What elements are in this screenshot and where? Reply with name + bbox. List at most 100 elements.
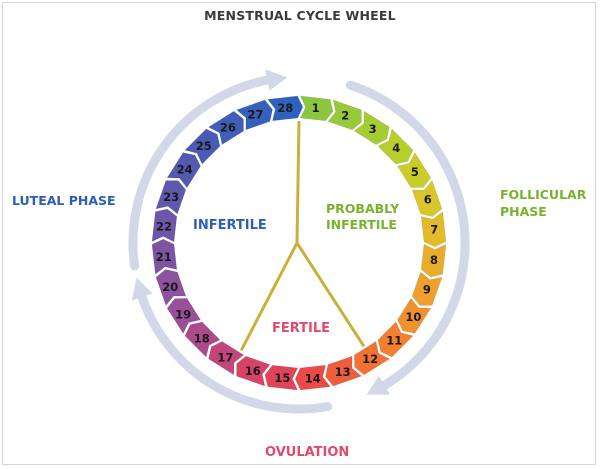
day-segment-shape bbox=[294, 364, 331, 391]
day-number: 17 bbox=[217, 351, 233, 365]
day-segment-shape bbox=[236, 355, 271, 387]
day-segment-shape bbox=[184, 321, 221, 358]
day-segment-3: 3 bbox=[353, 110, 390, 145]
day-segment-13: 13 bbox=[325, 355, 362, 387]
day-segment-10: 10 bbox=[397, 297, 432, 334]
day-number: 26 bbox=[220, 120, 236, 134]
day-number: 23 bbox=[163, 190, 179, 204]
day-number: 9 bbox=[423, 283, 431, 297]
day-segment-shape bbox=[299, 95, 334, 122]
day-number: 4 bbox=[392, 141, 400, 155]
day-segment-15: 15 bbox=[264, 364, 299, 391]
day-number: 10 bbox=[405, 310, 421, 324]
day-segment-shape bbox=[397, 297, 432, 334]
probably-infertile-zone-label: PROBABLY INFERTILE bbox=[326, 201, 399, 233]
day-number: 7 bbox=[430, 222, 438, 236]
ovulation-arrow-head bbox=[131, 277, 153, 301]
phase-arrows bbox=[128, 69, 470, 414]
day-segment-shape bbox=[151, 208, 178, 243]
day-segment-shape bbox=[327, 99, 362, 131]
luteal-arrow bbox=[128, 75, 275, 271]
day-segments: 1234567891011121314151617181920212223242… bbox=[151, 95, 447, 391]
day-segment-shape bbox=[411, 180, 443, 217]
day-segment-shape bbox=[166, 298, 201, 335]
day-number: 21 bbox=[156, 250, 172, 264]
day-number: 15 bbox=[274, 371, 290, 385]
follicular-phase-label-line1: FOLLICULAR bbox=[500, 187, 587, 202]
day-number: 24 bbox=[177, 163, 193, 177]
day-segment-27: 27 bbox=[236, 99, 273, 131]
day-number: 8 bbox=[430, 253, 438, 267]
day-segment-1: 1 bbox=[299, 95, 334, 122]
day-segment-11: 11 bbox=[377, 321, 414, 358]
day-number: 5 bbox=[411, 165, 419, 179]
day-segment-shape bbox=[353, 110, 390, 145]
day-segment-shape bbox=[166, 152, 201, 189]
day-segment-shape bbox=[208, 341, 245, 376]
day-number: 20 bbox=[162, 280, 178, 294]
day-number: 27 bbox=[247, 107, 263, 121]
infertile-zone-label: INFERTILE bbox=[193, 218, 267, 233]
day-segment-shape bbox=[155, 180, 187, 215]
day-segment-shape bbox=[151, 238, 178, 275]
day-segment-shape bbox=[325, 355, 362, 387]
spoke-day17 bbox=[239, 242, 299, 352]
day-number: 11 bbox=[386, 333, 402, 347]
day-segment-shape bbox=[377, 128, 414, 165]
day-segment-shape bbox=[267, 95, 304, 122]
day-segment-shape bbox=[397, 151, 432, 188]
day-segment-shape bbox=[264, 364, 299, 391]
day-segment-28: 28 bbox=[267, 95, 304, 122]
image-frame bbox=[2, 2, 596, 465]
day-segment-5: 5 bbox=[397, 151, 432, 188]
day-number: 12 bbox=[362, 352, 378, 366]
day-segment-shape bbox=[236, 99, 273, 131]
day-number: 13 bbox=[335, 365, 351, 379]
spoke-day1 bbox=[295, 120, 301, 244]
day-segment-9: 9 bbox=[411, 271, 443, 306]
day-number: 25 bbox=[196, 139, 212, 153]
day-number: 28 bbox=[277, 101, 293, 115]
day-segment-shape bbox=[411, 271, 443, 306]
day-segment-8: 8 bbox=[420, 243, 447, 278]
luteal-arrow-head bbox=[265, 69, 288, 91]
probably-infertile-line1: PROBABLY bbox=[326, 201, 400, 216]
follicular-arrow bbox=[345, 80, 470, 392]
day-segment-shape bbox=[207, 110, 244, 145]
day-number: 22 bbox=[156, 220, 172, 234]
day-segment-24: 24 bbox=[166, 152, 201, 189]
day-segment-21: 21 bbox=[151, 238, 178, 275]
ovulation-label: OVULATION bbox=[265, 445, 350, 460]
diagram-title: MENSTRUAL CYCLE WHEEL bbox=[204, 8, 396, 23]
day-segment-shape bbox=[420, 243, 447, 278]
day-number: 16 bbox=[245, 364, 261, 378]
day-segment-12: 12 bbox=[354, 341, 391, 376]
fertile-zone-label: FERTILE bbox=[272, 321, 331, 336]
day-number: 6 bbox=[424, 193, 432, 207]
follicular-phase-label-line2: PHASE bbox=[500, 204, 547, 219]
follicular-phase-label: FOLLICULAR PHASE bbox=[500, 186, 586, 220]
ovulation-arrow bbox=[136, 289, 333, 414]
luteal-phase-label: LUTEAL PHASE bbox=[12, 193, 116, 208]
day-segment-4: 4 bbox=[377, 128, 414, 165]
day-segment-25: 25 bbox=[184, 128, 221, 165]
day-segment-2: 2 bbox=[327, 99, 362, 131]
day-segment-shape bbox=[420, 211, 447, 248]
day-segment-26: 26 bbox=[207, 110, 244, 145]
day-segment-shape bbox=[155, 269, 187, 306]
day-segment-18: 18 bbox=[184, 321, 221, 358]
day-segment-20: 20 bbox=[155, 269, 187, 306]
follicular-arrow-head bbox=[366, 375, 391, 395]
day-segment-23: 23 bbox=[155, 180, 187, 215]
day-segment-19: 19 bbox=[166, 298, 201, 335]
day-segment-16: 16 bbox=[236, 355, 271, 387]
day-segment-17: 17 bbox=[208, 341, 245, 376]
day-number: 19 bbox=[175, 307, 191, 321]
day-number: 18 bbox=[194, 331, 210, 345]
day-number: 1 bbox=[312, 101, 320, 115]
day-segment-shape bbox=[354, 341, 391, 376]
day-number: 3 bbox=[369, 122, 377, 136]
day-segment-14: 14 bbox=[294, 364, 331, 391]
spoke-day12 bbox=[295, 242, 366, 348]
